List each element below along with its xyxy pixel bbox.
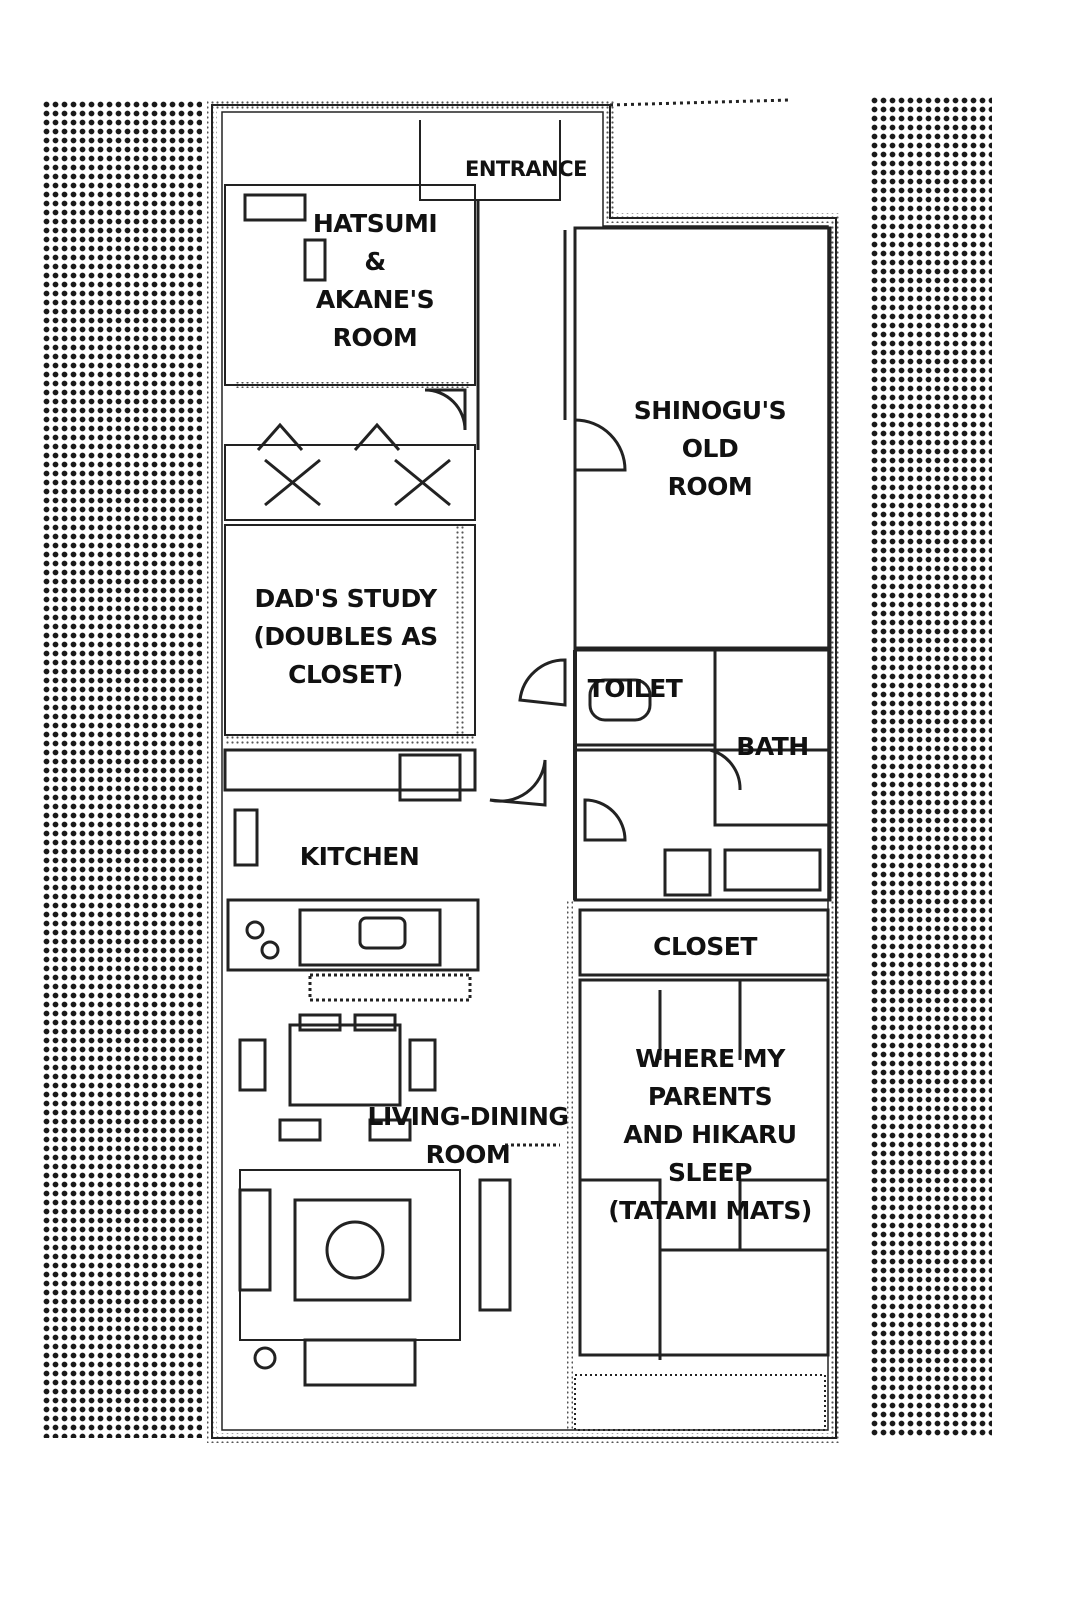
entrance-label: ENTRANCE [465, 157, 588, 181]
parents-room-label: WHERE MY PARENTS AND HIKARU SLEEP (TATAM… [608, 1044, 812, 1225]
sofa-area [239, 1169, 461, 1341]
kitchen-counter-top [223, 748, 477, 792]
shinogu-room-outline [573, 226, 832, 650]
study-room-label: DAD'S STUDY (DOUBLES AS CLOSET) [253, 584, 438, 689]
closet-label: CLOSET [653, 932, 757, 961]
living-room-label: LIVING-DINING ROOM [367, 1102, 569, 1169]
closet-outline [578, 908, 830, 977]
kitchen-counter-bottom [226, 898, 480, 972]
right-screentone-band [870, 96, 992, 1438]
balcony [574, 1374, 826, 1431]
toilet-label: TOILET [587, 674, 683, 703]
dining-table [288, 1023, 402, 1107]
hatsumi-room-label: HATSUMI & AKANE'S ROOM [312, 209, 438, 352]
bath-outline [713, 648, 832, 827]
kotatsu [325, 1220, 385, 1280]
left-screentone-band [42, 100, 202, 1438]
parents-room-outline [578, 978, 830, 1357]
bath-label: BATH [736, 732, 809, 761]
closet-strip [224, 444, 476, 521]
shinogu-room-label: SHINOGU'S OLD ROOM [633, 396, 787, 501]
study-outline [224, 524, 476, 736]
kitchen-label: KITCHEN [299, 842, 420, 871]
